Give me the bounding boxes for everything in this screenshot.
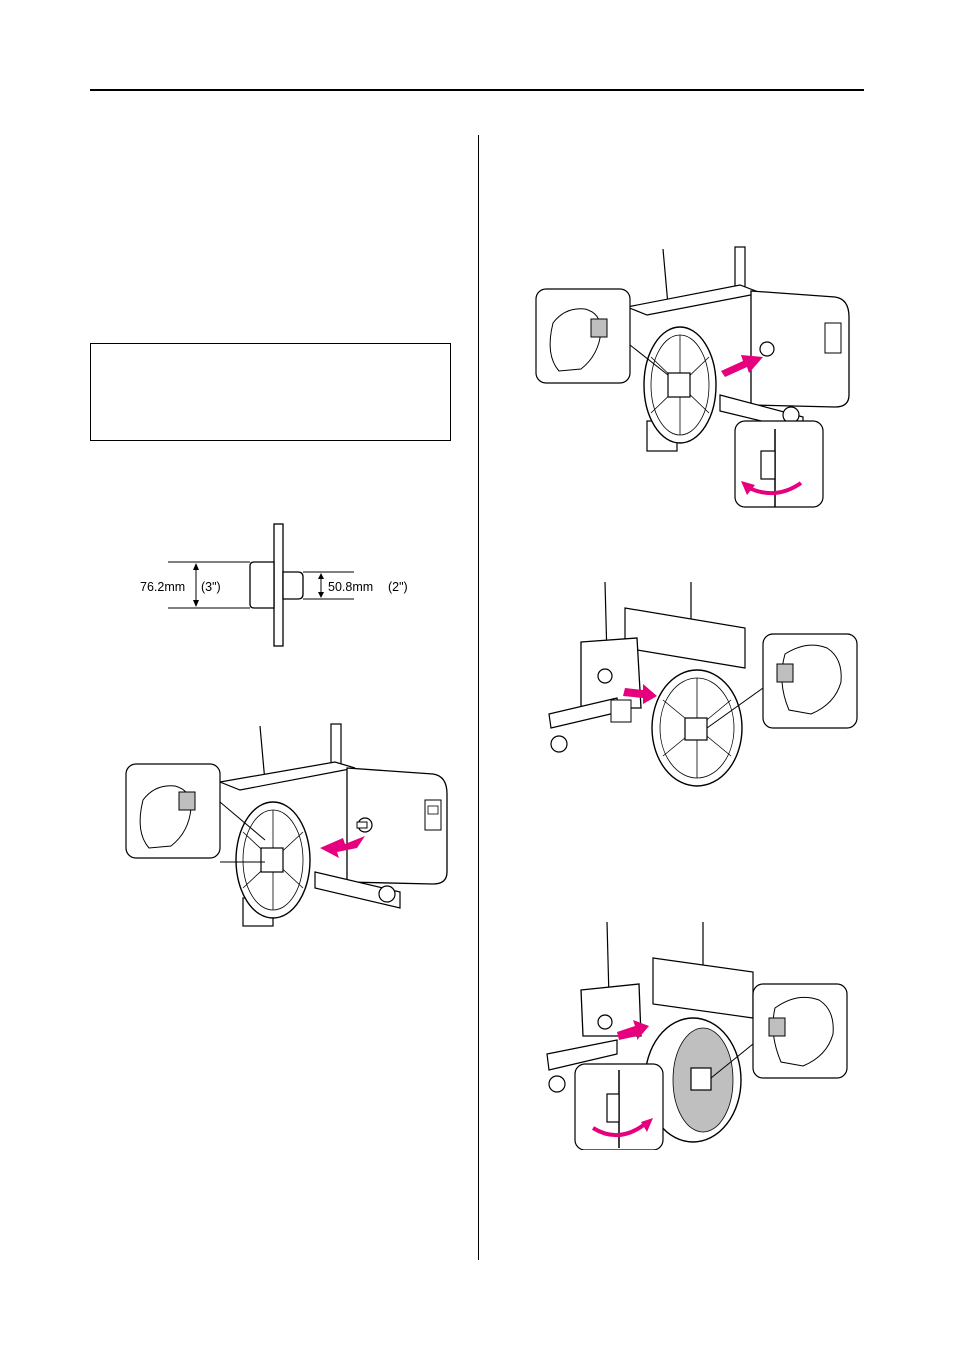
takeup-unit-left-drawing	[545, 578, 860, 790]
dim-large-in: (3")	[201, 580, 221, 594]
dim-small-mm: 50.8mm	[328, 580, 373, 594]
note-box	[90, 343, 451, 441]
takeup-unit-left-install-drawing	[543, 918, 853, 1150]
illustration-install-left	[543, 918, 853, 1150]
illustration-remove-flange	[125, 722, 455, 934]
takeup-unit-install-drawing	[535, 245, 865, 510]
illustration-install-flange	[535, 245, 865, 510]
core-size-diagram: 76.2mm (3") 50.8mm (2")	[130, 520, 430, 652]
takeup-unit-drawing	[125, 722, 455, 934]
dim-large-mm: 76.2mm	[140, 580, 185, 594]
header-rule	[90, 89, 864, 91]
column-divider	[478, 135, 479, 1260]
illustration-remove-left	[545, 578, 860, 790]
dim-small-in: (2")	[388, 580, 408, 594]
